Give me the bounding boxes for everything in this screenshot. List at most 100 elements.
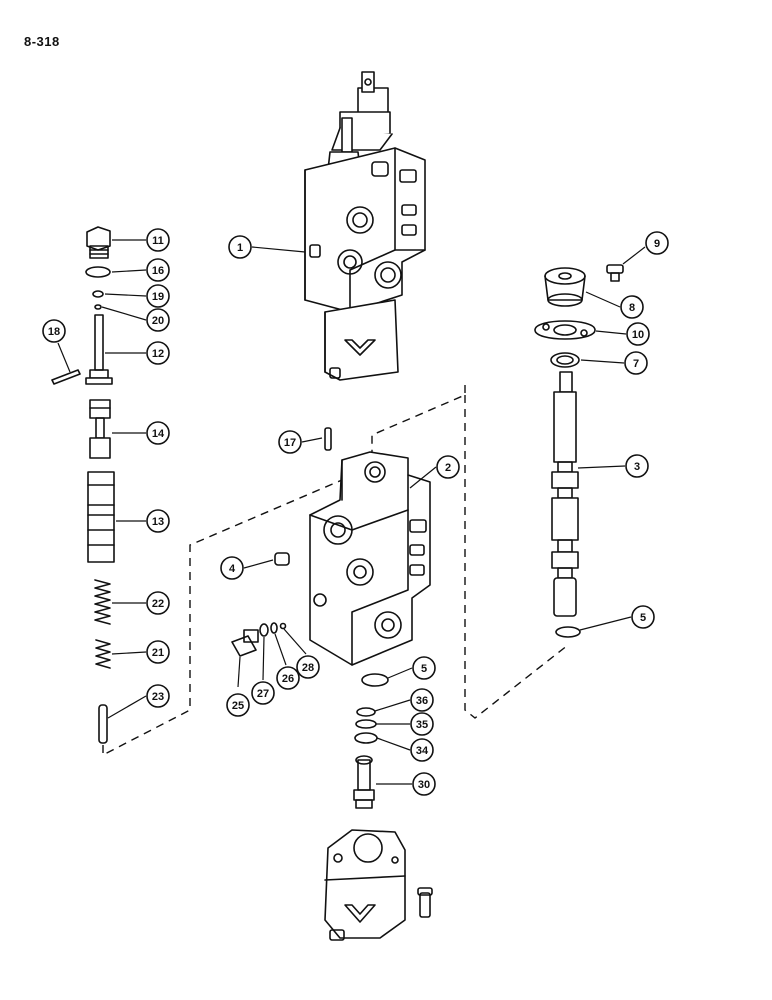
snap-ring-part-5-lower — [361, 673, 389, 687]
callout-circle — [146, 684, 170, 708]
callout-label: 14 — [152, 428, 165, 440]
callout-c8: 8 — [620, 295, 644, 319]
callout-c5b: 5 — [631, 605, 655, 629]
callout-c9: 9 — [645, 231, 669, 255]
callout-circle — [42, 319, 66, 343]
callout-label: 21 — [152, 647, 164, 659]
callout-circle — [228, 235, 252, 259]
callout-label: 17 — [284, 437, 296, 449]
callout-circle — [620, 295, 644, 319]
callout-label: 34 — [416, 745, 429, 757]
callout-c17: 17 — [278, 430, 302, 454]
callout-label: 2 — [445, 462, 451, 474]
callout-c25: 25 — [226, 693, 250, 717]
callout-label: 10 — [632, 329, 644, 341]
callout-circle — [146, 591, 170, 615]
callout-c12: 12 — [146, 341, 170, 365]
callout-label: 5 — [421, 663, 427, 675]
callout-c18: 18 — [42, 319, 66, 343]
callout-circle — [146, 341, 170, 365]
snap-ring-part-5-upper — [555, 626, 581, 638]
callout-circle — [276, 666, 300, 690]
plate-part-10 — [534, 320, 596, 340]
o-ring-part-34 — [354, 732, 378, 744]
screw-part-25 — [231, 629, 259, 657]
callout-c30: 30 — [412, 772, 436, 796]
callout-circle — [226, 693, 250, 717]
callout-label: 22 — [152, 598, 164, 610]
spring-part-21 — [95, 639, 111, 669]
spring-part-22 — [94, 579, 111, 625]
alignment-lines — [102, 385, 569, 757]
ring-part-26 — [270, 622, 278, 634]
callout-label: 18 — [48, 326, 60, 338]
page-number: 8-318 — [24, 34, 60, 49]
plug-part-11 — [86, 226, 111, 259]
callout-circle — [146, 509, 170, 533]
spool-part-3 — [551, 371, 579, 617]
sleeve-part-13 — [87, 471, 115, 563]
callout-label: 26 — [282, 673, 294, 685]
callout-circle — [146, 258, 170, 282]
callout-c7: 7 — [624, 351, 648, 375]
callout-label: 11 — [152, 235, 164, 247]
callout-circle — [436, 455, 460, 479]
callout-circle — [146, 284, 170, 308]
callout-circle — [410, 688, 434, 712]
callout-label: 8 — [629, 302, 635, 314]
o-ring-part-35 — [355, 719, 377, 729]
seal-part-7 — [550, 352, 580, 368]
callout-c26: 26 — [276, 666, 300, 690]
ball-part-28 — [279, 622, 287, 630]
callout-c5a: 5 — [412, 656, 436, 680]
callout-c27: 27 — [251, 681, 275, 705]
o-ring-part-16 — [85, 266, 111, 278]
callout-label: 25 — [232, 700, 244, 712]
cap-part-8 — [544, 267, 586, 307]
stem-part-30 — [353, 755, 375, 809]
callout-c4: 4 — [220, 556, 244, 580]
callout-label: 20 — [152, 315, 164, 327]
callout-label: 36 — [416, 695, 428, 707]
callout-label: 12 — [152, 348, 164, 360]
callout-c36: 36 — [410, 688, 434, 712]
callout-c10: 10 — [626, 322, 650, 346]
callout-circle — [410, 712, 434, 736]
valve-section-part-2 — [309, 451, 431, 666]
callout-label: 4 — [229, 563, 236, 575]
callout-circle — [296, 655, 320, 679]
pin-part-17 — [324, 427, 332, 451]
callout-circle — [625, 454, 649, 478]
callout-c28: 28 — [296, 655, 320, 679]
pin-part-18 — [51, 369, 81, 385]
ring-part-20 — [94, 304, 102, 310]
spool-part-12 — [85, 314, 113, 385]
end-cap-body — [324, 829, 433, 941]
ring-part-19 — [92, 290, 104, 298]
callout-label: 16 — [152, 265, 164, 277]
callout-c2: 2 — [436, 455, 460, 479]
callout-label: 19 — [152, 291, 164, 303]
callout-circle — [412, 656, 436, 680]
callout-circle — [645, 231, 669, 255]
leader-lines — [57, 239, 646, 785]
o-ring-part-36 — [356, 707, 376, 717]
callout-label: 9 — [654, 238, 660, 250]
callout-c22: 22 — [146, 591, 170, 615]
callout-label: 1 — [237, 242, 243, 254]
callout-c13: 13 — [146, 509, 170, 533]
valve-assembly-part-1 — [304, 71, 426, 381]
pin-part-23 — [98, 704, 108, 744]
callout-circle — [146, 421, 170, 445]
callout-label: 35 — [416, 719, 428, 731]
callout-circle — [251, 681, 275, 705]
callout-c14: 14 — [146, 421, 170, 445]
callout-circle — [624, 351, 648, 375]
callout-label: 28 — [302, 662, 314, 674]
plug-part-4 — [274, 552, 290, 566]
callout-circle — [412, 772, 436, 796]
screw-part-9 — [606, 264, 624, 282]
callout-label: 5 — [640, 612, 646, 624]
callout-circle — [278, 430, 302, 454]
